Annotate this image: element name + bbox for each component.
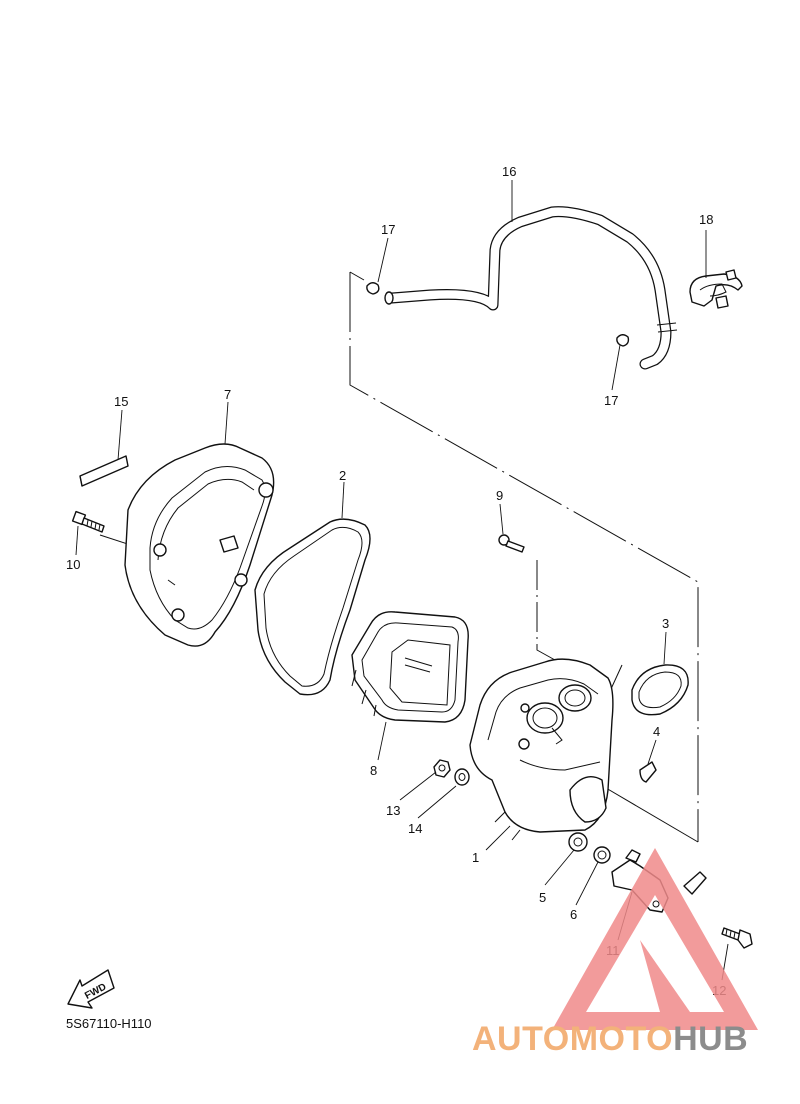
callout-17-upper: 17: [381, 222, 395, 237]
watermark-brand-part1: AUTOMOTO: [472, 1020, 674, 1058]
assembly-reference-lines: [99, 271, 699, 843]
callout-1: 1: [472, 850, 479, 865]
part-2-case-gasket: [254, 518, 371, 696]
part-15-seal-strip: [79, 455, 129, 487]
part-3-o-ring: [631, 664, 689, 716]
callout-14: 14: [408, 821, 422, 836]
callout-8: 8: [370, 763, 377, 778]
part-5-grommet: [568, 832, 588, 852]
callout-16: 16: [502, 164, 516, 179]
callout-13: 13: [386, 803, 400, 818]
part-7-filter-case-cover: [124, 443, 275, 647]
part-6-collar: [593, 846, 611, 864]
part-13-nut: [433, 759, 451, 778]
part-12-bolt: [721, 927, 753, 949]
part-8-filter-element: [351, 611, 469, 723]
fwd-arrow-icon: FWD: [67, 969, 115, 1009]
part-4-clip: [639, 761, 657, 783]
callout-10: 10: [66, 557, 80, 572]
callout-18: 18: [699, 212, 713, 227]
callout-3: 3: [662, 616, 669, 631]
callout-5: 5: [539, 890, 546, 905]
part-10-bolt: [71, 510, 105, 533]
part-17-hose-clip-upper: [366, 282, 380, 295]
part-18-hose-holder: [689, 269, 743, 309]
diagram-code: 5S67110-H110: [66, 1016, 152, 1031]
part-1-filter-case: [469, 658, 614, 841]
part-16-breather-hose: [384, 206, 678, 370]
callout-7: 7: [224, 387, 231, 402]
automotohub-logo-icon: [552, 848, 758, 1030]
callout-17-lower: 17: [604, 393, 618, 408]
callout-4: 4: [653, 724, 660, 739]
callout-9: 9: [496, 488, 503, 503]
callout-6: 6: [570, 907, 577, 922]
part-14-washer: [454, 768, 470, 786]
watermark-brand: AUTOMOTOHUB: [472, 1020, 748, 1059]
part-9-screw: [498, 534, 525, 553]
callout-15: 15: [114, 394, 128, 409]
callout-2: 2: [339, 468, 346, 483]
watermark-brand-part2: HUB: [673, 1020, 749, 1058]
part-17-hose-clip-lower: [616, 334, 630, 347]
